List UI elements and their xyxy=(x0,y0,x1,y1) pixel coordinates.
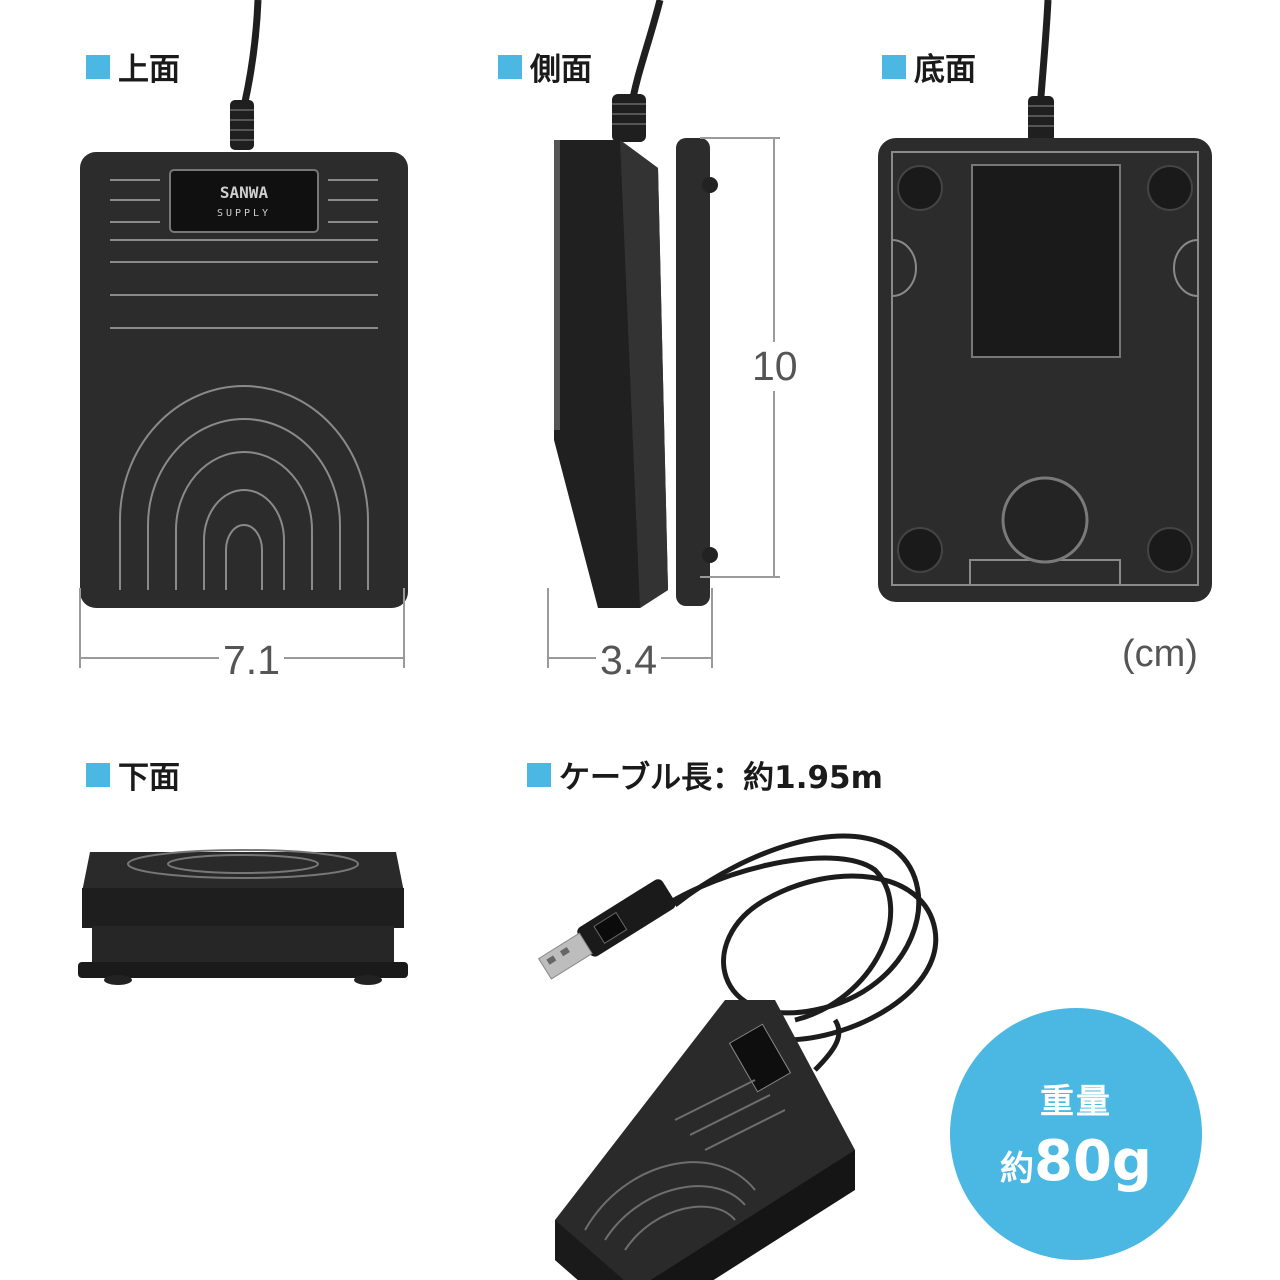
usb-pedal-illustration xyxy=(537,833,939,1280)
square-bullet-icon xyxy=(527,762,551,787)
weight-value-line: 約80g xyxy=(1000,1129,1152,1194)
pedal-front-illustration xyxy=(78,849,408,985)
weight-prefix: 約 xyxy=(999,1149,1034,1189)
width-value: 7.1 xyxy=(219,640,284,681)
square-bullet-icon xyxy=(882,54,906,79)
label-bottom-view-text: 底面 xyxy=(914,52,976,88)
label-bottom-view: 底面 xyxy=(882,44,976,89)
label-cable-length: ケーブル長：約1.95m xyxy=(527,752,883,797)
pedal-bottom-illustration xyxy=(878,0,1212,602)
square-bullet-icon xyxy=(498,54,522,79)
pedal-top-illustration: SANWA SUPPLY xyxy=(80,0,408,608)
brand-line1: SANWA xyxy=(220,183,269,202)
weight-badge: 重量 約80g xyxy=(950,1008,1202,1260)
brand-line2: SUPPLY xyxy=(217,208,271,219)
depth-value: 3.4 xyxy=(596,640,661,681)
square-bullet-icon xyxy=(86,762,110,787)
height-value: 10 xyxy=(752,342,798,391)
weight-title: 重量 xyxy=(1040,1082,1112,1122)
pedal-side-illustration xyxy=(554,0,718,608)
label-front-view-text: 下面 xyxy=(118,760,180,796)
weight-value: 80g xyxy=(1033,1129,1152,1194)
label-top-view-text: 上面 xyxy=(118,52,180,88)
unit-label: (cm) xyxy=(1122,633,1198,675)
square-bullet-icon xyxy=(86,54,110,79)
label-cable-length-text: ケーブル長：約1.95m xyxy=(559,760,883,796)
label-side-view: 側面 xyxy=(498,44,592,89)
label-front-view: 下面 xyxy=(86,752,180,797)
label-side-view-text: 側面 xyxy=(530,52,592,88)
label-top-view: 上面 xyxy=(86,44,180,89)
